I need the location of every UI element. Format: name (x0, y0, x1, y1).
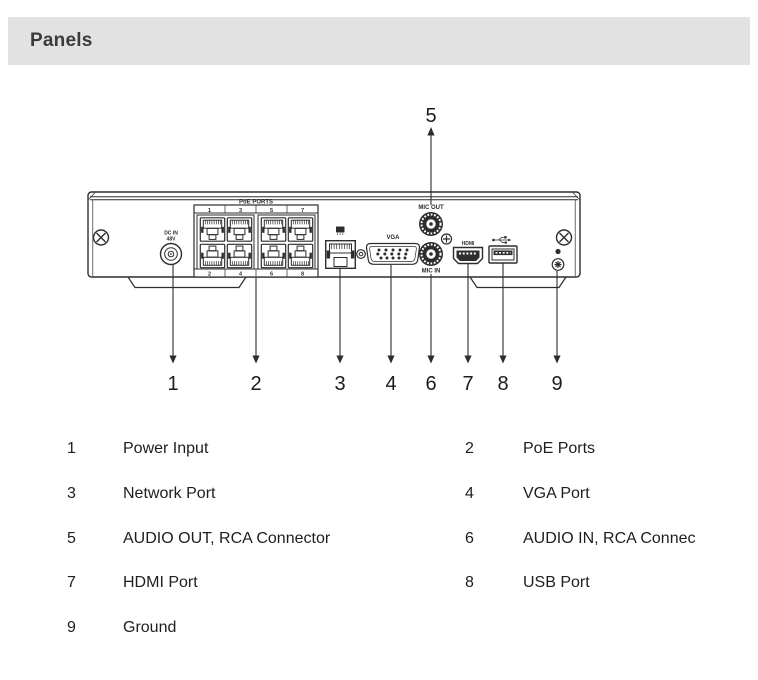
bottom-callouts: 1 2 3 4 6 7 8 9 (167, 263, 563, 395)
legend-number: 4 (465, 484, 474, 502)
legend-label: Ground (123, 619, 177, 637)
usb-icon (492, 236, 512, 244)
callout-5: 5 (425, 105, 437, 205)
legend-label: AUDIO OUT, RCA Connector (123, 529, 331, 547)
callout-7: 7 (462, 264, 474, 395)
rear-panel-diagram: DC IN 48V PoE PORTS 1 3 5 7 2 4 6 8 (87, 105, 581, 395)
legend-number: 3 (67, 484, 76, 502)
poe-ports-block: PoE PORTS 1 3 5 7 2 4 6 8 (193, 200, 319, 278)
legend-label: Network Port (123, 484, 216, 502)
audio-screw (440, 233, 453, 245)
poe-port-number: 1 (208, 208, 211, 214)
callout-3: 3 (334, 269, 346, 395)
callout-number: 5 (425, 105, 436, 127)
poe-port-number: 4 (239, 272, 243, 278)
audio-in-connector: MIC IN (419, 242, 443, 275)
callout-1: 1 (167, 265, 179, 395)
audio-out-connector: MIC OUT (418, 205, 444, 236)
callout-number: 8 (497, 373, 508, 395)
legend-row: 5 AUDIO OUT, RCA Connector 6 AUDIO IN, R… (67, 529, 758, 574)
power-label-line2: 48V (167, 237, 177, 243)
vga-label: VGA (386, 235, 400, 241)
poe-port-number: 7 (301, 208, 304, 214)
usb-port (488, 236, 518, 264)
section-header: Panels (8, 17, 750, 65)
legend-number: 7 (67, 574, 76, 592)
page-title: Panels (30, 30, 93, 51)
legend-number: 5 (67, 529, 76, 547)
legend: 1 Power Input 2 PoE Ports 3 Network Port… (67, 439, 758, 663)
network-icon (336, 226, 345, 235)
callout-number: 6 (425, 373, 436, 395)
legend-number: 6 (465, 529, 474, 547)
legend-label: HDMI Port (123, 574, 198, 592)
legend-row: 3 Network Port 4 VGA Port (67, 484, 758, 529)
left-panel-screw (92, 229, 110, 246)
legend-row: 9 Ground (67, 618, 758, 663)
legend-number: 2 (465, 440, 474, 457)
legend-label: USB Port (523, 574, 590, 592)
poe-port-number: 6 (270, 272, 273, 278)
audio-out-label: MIC OUT (418, 205, 444, 211)
legend-number: 9 (67, 619, 76, 637)
callout-number: 9 (551, 373, 562, 395)
legend-label: VGA Port (523, 484, 590, 502)
callout-number: 7 (462, 373, 473, 395)
hdmi-port: HDMI (452, 241, 484, 265)
callout-2: 2 (250, 278, 262, 395)
poe-port-number: 5 (270, 208, 273, 214)
callout-4: 4 (385, 265, 397, 395)
legend-label: Power Input (123, 440, 209, 457)
legend-label: PoE Ports (523, 440, 596, 457)
legend-row: 7 HDMI Port 8 USB Port (67, 573, 758, 618)
callout-8: 8 (497, 263, 509, 395)
legend-number: 1 (67, 440, 76, 457)
callout-number: 1 (167, 373, 178, 395)
legend-row: 1 Power Input 2 PoE Ports (67, 439, 758, 484)
hdmi-label: HDMI (462, 241, 475, 247)
callout-number: 4 (385, 373, 396, 395)
poe-port-number: 8 (301, 272, 304, 278)
legend-label: AUDIO IN, RCA Connec (523, 529, 696, 547)
poe-port-number: 3 (239, 208, 242, 214)
poe-ports-label: PoE PORTS (239, 200, 273, 206)
ground-screw (551, 248, 565, 271)
power-label-line1: DC IN (164, 231, 178, 237)
poe-port-number: 2 (208, 272, 211, 278)
callout-number: 3 (334, 373, 345, 395)
audio-in-label: MIC IN (422, 269, 441, 275)
callout-9: 9 (551, 271, 563, 395)
legend-number: 8 (465, 574, 474, 592)
network-port (325, 226, 357, 269)
callout-6: 6 (425, 274, 437, 395)
power-input-connector: DC IN 48V (159, 231, 183, 266)
callout-number: 2 (250, 373, 261, 395)
right-panel-screw (555, 229, 573, 246)
